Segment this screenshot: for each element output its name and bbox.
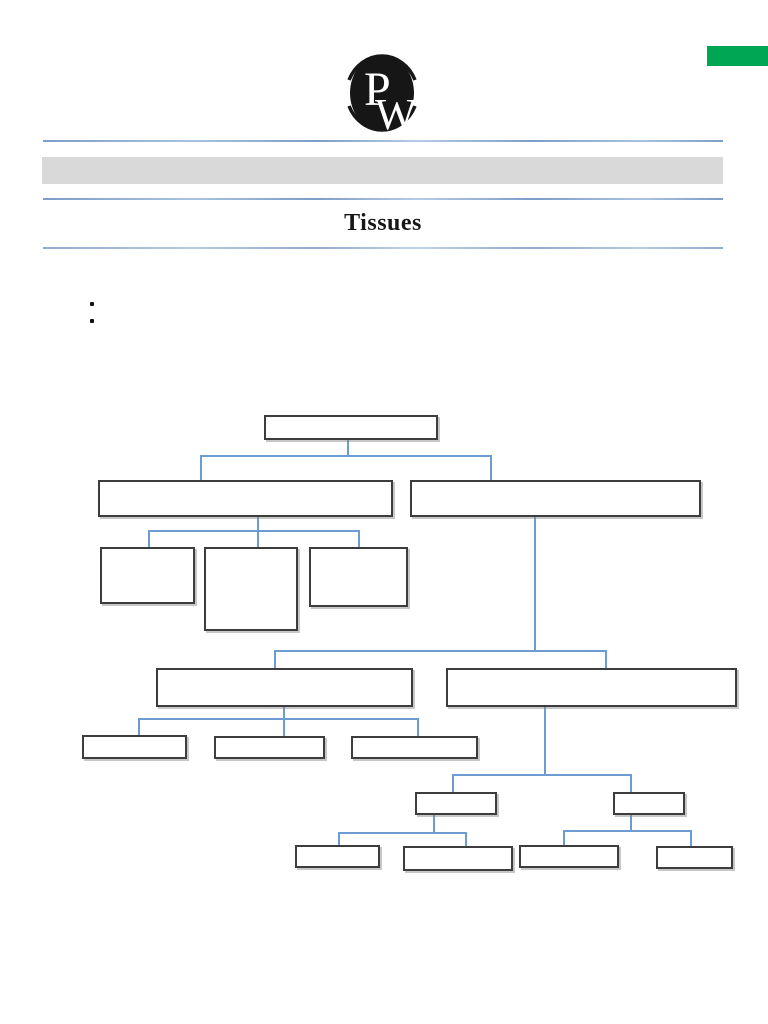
connector-line	[417, 718, 419, 736]
connector-line	[563, 830, 565, 845]
flow-box-sub-left-2	[214, 736, 325, 759]
flow-box-left-child-3	[309, 547, 408, 607]
pw-logo-icon: P W	[347, 54, 417, 139]
gray-banner	[42, 157, 723, 184]
horizontal-rule-bottom	[43, 247, 723, 249]
flow-box-leaf-2	[403, 846, 513, 871]
flow-box-left-child-1	[100, 547, 195, 604]
flow-box-branch-right	[410, 480, 701, 517]
flow-box-sub-left-1	[82, 735, 187, 759]
corner-highlight	[707, 46, 768, 66]
connector-line	[465, 832, 467, 846]
flow-box-leaf-3	[519, 845, 619, 868]
connector-line	[283, 707, 285, 718]
flow-box-sub-left-3	[351, 736, 478, 759]
connector-line	[534, 517, 536, 650]
connector-line	[630, 815, 632, 830]
connector-line	[563, 830, 690, 832]
flow-box-branch-left	[98, 480, 393, 517]
connector-line	[338, 832, 340, 845]
flow-box-mid-left	[156, 668, 413, 707]
connector-line	[452, 774, 454, 792]
connector-line	[433, 815, 435, 832]
connector-line	[452, 774, 630, 776]
page-title: Tissues	[344, 210, 422, 236]
connector-line	[358, 530, 360, 547]
connector-line	[257, 530, 259, 547]
connector-line	[138, 718, 417, 720]
connector-line	[544, 707, 546, 774]
flow-box-leaf-4	[656, 846, 733, 869]
connector-line	[274, 650, 605, 652]
connector-line	[347, 440, 349, 455]
flow-box-sub-right-1	[415, 792, 497, 815]
flow-box-left-child-2	[204, 547, 298, 631]
logo-letter-p: P	[364, 63, 391, 116]
connector-line	[274, 650, 276, 668]
flow-box-leaf-1	[295, 845, 380, 868]
connector-line	[200, 455, 202, 480]
connector-line	[148, 530, 358, 532]
logo-letter-w: W	[375, 90, 417, 137]
pw-logo: P W	[344, 49, 420, 139]
bullet-marker	[90, 302, 94, 306]
connector-line	[630, 774, 632, 792]
horizontal-rule-top	[43, 140, 723, 142]
connector-line	[605, 650, 607, 668]
connector-line	[200, 455, 490, 457]
connector-line	[338, 832, 465, 834]
connector-line	[138, 718, 140, 735]
horizontal-rule-middle	[43, 198, 723, 200]
flow-box-root	[264, 415, 438, 440]
connector-line	[690, 830, 692, 846]
connector-line	[257, 517, 259, 530]
connector-line	[283, 718, 285, 736]
flow-box-mid-right	[446, 668, 737, 707]
bullet-marker	[90, 319, 94, 323]
connector-line	[148, 530, 150, 547]
connector-line	[490, 455, 492, 480]
flow-box-sub-right-2	[613, 792, 685, 815]
